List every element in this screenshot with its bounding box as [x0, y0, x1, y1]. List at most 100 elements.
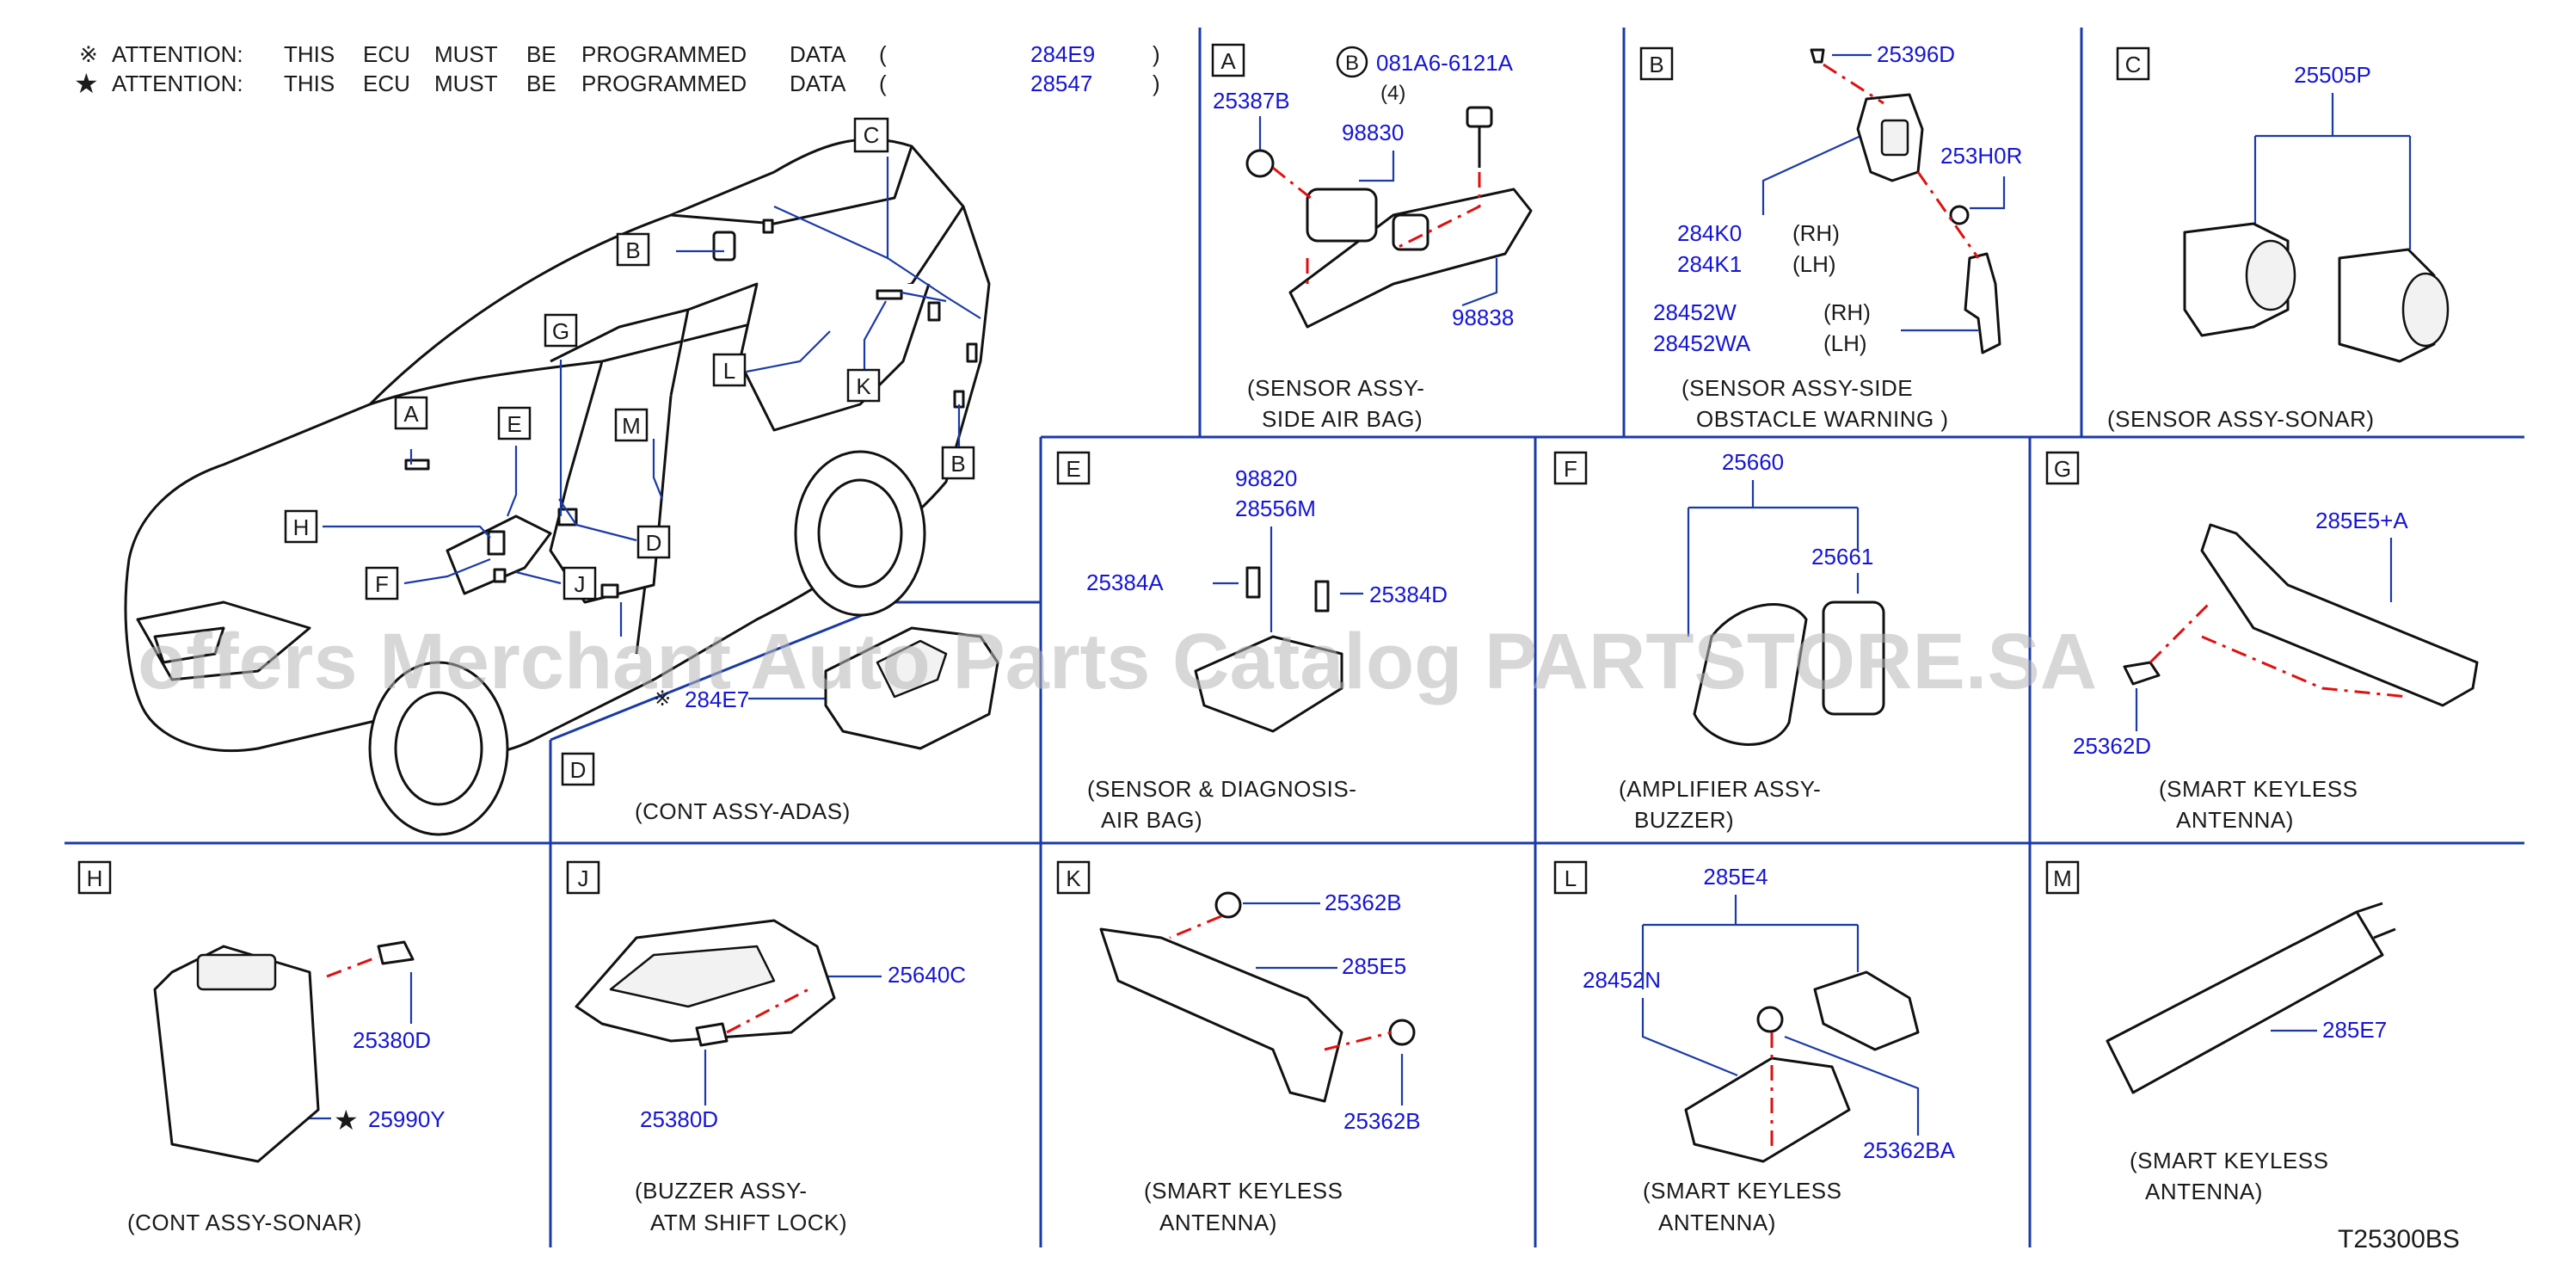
- panel-b: B 25396D 253H0R 284K0 (RH) 284K1 (LH) 28…: [1639, 41, 2022, 432]
- car-callout-h: H: [293, 514, 310, 540]
- panel-l-pn-285e4: 285E4: [1703, 864, 1768, 890]
- panel-f: F 25660 25661 (AMPLIFIER ASSY- BUZZER): [1553, 449, 1885, 833]
- car-callout-j: J: [575, 571, 586, 597]
- panel-j: J 25640C 25380D (BUZZER ASSY- ATM SHIFT …: [566, 860, 966, 1235]
- panel-b-caption-2: OBSTACLE WARNING ): [1696, 406, 1949, 432]
- attention-1-word: THIS: [284, 41, 335, 67]
- car-callout-b-right: B: [950, 451, 965, 477]
- attention-2-symbol: ★: [74, 68, 99, 99]
- panel-j-caption-2: ATM SHIFT LOCK): [650, 1210, 847, 1235]
- attention-2-word: ECU: [363, 71, 410, 96]
- panel-c-caption: (SENSOR ASSY-SONAR): [2107, 406, 2375, 432]
- panel-d-letter: D: [570, 757, 587, 783]
- panel-b-side-rh-2: (RH): [1823, 299, 1871, 325]
- panel-e-caption-2: AIR BAG): [1101, 807, 1202, 833]
- panel-l-pn-28452n: 28452N: [1583, 967, 1661, 993]
- panel-d-mark: ※: [654, 687, 671, 711]
- attention-1-code: 284E9: [1030, 41, 1095, 67]
- attention-1-word: ECU: [363, 41, 410, 67]
- panel-f-caption-2: BUZZER): [1634, 807, 1734, 833]
- attention-line-2: ★ ATTENTION: THIS ECU MUST BE PROGRAMMED…: [74, 68, 1160, 99]
- panel-b-pn-25396d: 25396D: [1877, 41, 1955, 67]
- panel-f-pn-25661: 25661: [1811, 544, 1873, 570]
- watermark-text: offers Merchant Auto Parts Catalog PARTS…: [138, 618, 2097, 705]
- attention-2-close-paren: ): [1153, 71, 1160, 96]
- attention-1-word: BE: [526, 41, 556, 67]
- vehicle-illustration: [124, 138, 991, 836]
- car-callouts: A B C D E F G H J K L M B: [284, 117, 975, 600]
- attention-1-open-paren: (: [879, 41, 887, 67]
- panel-g-letter: G: [2054, 456, 2071, 482]
- panel-e-letter: E: [1066, 456, 1080, 482]
- panel-a-pn-98830: 98830: [1342, 120, 1404, 145]
- attention-line-1: ※ ATTENTION: THIS ECU MUST BE PROGRAMMED…: [79, 41, 1160, 67]
- panel-m: M 285E7 (SMART KEYLESS ANTENNA): [2045, 860, 2396, 1204]
- panel-a-circle-letter: B: [1345, 52, 1359, 75]
- panel-k-pn-285e5: 285E5: [1342, 953, 1406, 979]
- attention-2-prefix: ATTENTION:: [112, 71, 243, 96]
- attention-2-word: THIS: [284, 71, 335, 96]
- panel-b-pn-28452w: 28452W: [1653, 299, 1737, 325]
- car-callout-d: D: [646, 530, 662, 556]
- car-callout-c: C: [864, 122, 880, 148]
- panel-g-pn-25362d: 25362D: [2073, 733, 2151, 759]
- panel-c: C 25505P (SENSOR ASSY-SONAR): [2107, 46, 2450, 432]
- panel-m-caption-2: ANTENNA): [2145, 1179, 2263, 1204]
- panel-e-pn-28556m: 28556M: [1235, 496, 1316, 521]
- panel-f-pn-25660: 25660: [1722, 449, 1784, 475]
- panel-m-pn-285e7: 285E7: [2322, 1017, 2387, 1043]
- panel-a: A B 081A6-6121A (4) 25387B 98830 98838 (…: [1211, 43, 1533, 432]
- panel-h-mark: ★: [334, 1105, 359, 1136]
- panel-g: G 285E5+A 25362D (SMART KEYLESS ANTENNA): [2045, 451, 2479, 833]
- panel-f-letter: F: [1564, 456, 1577, 482]
- attention-2-word: BE: [526, 71, 556, 96]
- panel-m-letter: M: [2053, 865, 2072, 891]
- panel-b-side-lh-1: (LH): [1792, 251, 1836, 277]
- panel-k-pn-25362b-bottom: 25362B: [1343, 1108, 1421, 1134]
- panel-b-side-lh-2: (LH): [1823, 330, 1867, 356]
- car-callout-b-left: B: [625, 237, 640, 263]
- car-callout-f: F: [375, 571, 389, 597]
- panel-b-pn-253h0r: 253H0R: [1940, 143, 2022, 169]
- panel-b-pn-284k1: 284K1: [1677, 251, 1742, 277]
- car-callout-k: K: [856, 373, 871, 399]
- panel-k-pn-25362b-top: 25362B: [1325, 890, 1402, 915]
- panel-g-pn-285e5a: 285E5+A: [2315, 508, 2408, 533]
- panel-a-letter: A: [1220, 48, 1236, 74]
- panel-h-letter: H: [87, 865, 103, 891]
- car-callout-m: M: [622, 413, 641, 439]
- panel-k-caption-1: (SMART KEYLESS: [1144, 1178, 1343, 1204]
- panel-c-pn-25505p: 25505P: [2294, 62, 2371, 88]
- panel-a-pn-98838: 98838: [1452, 305, 1514, 330]
- panel-a-pn-25387b: 25387B: [1213, 88, 1290, 114]
- panel-b-pn-284k0: 284K0: [1677, 220, 1742, 246]
- panel-h: H 25380D ★ 25990Y (CONT ASSY-SONAR): [77, 860, 446, 1235]
- car-callout-e: E: [507, 411, 521, 437]
- attention-2-word: PROGRAMMED: [581, 71, 747, 96]
- attention-notes: ※ ATTENTION: THIS ECU MUST BE PROGRAMMED…: [74, 41, 1160, 99]
- attention-2-open-paren: (: [879, 71, 887, 96]
- panel-d-caption: (CONT ASSY-ADAS): [635, 798, 851, 824]
- panel-h-pn-25990y: 25990Y: [368, 1106, 446, 1132]
- attention-2-word: MUST: [434, 71, 498, 96]
- panel-g-caption-2: ANTENNA): [2176, 807, 2294, 833]
- attention-1-word: MUST: [434, 41, 498, 67]
- panel-b-pn-28452wa: 28452WA: [1653, 330, 1751, 356]
- car-callout-g: G: [552, 318, 569, 344]
- panel-a-qty: (4): [1380, 82, 1405, 105]
- panel-m-caption-1: (SMART KEYLESS: [2130, 1148, 2328, 1173]
- attention-1-close-paren: ): [1153, 41, 1160, 67]
- figure-id: T25300BS: [2338, 1225, 2460, 1253]
- panel-a-caption-1: (SENSOR ASSY-: [1247, 375, 1424, 401]
- panel-a-caption-2: SIDE AIR BAG): [1262, 406, 1423, 432]
- panel-e-pn-25384d: 25384D: [1369, 582, 1448, 607]
- car-callout-l: L: [723, 358, 735, 384]
- panel-l-caption-1: (SMART KEYLESS: [1643, 1178, 1841, 1204]
- panel-f-caption-1: (AMPLIFIER ASSY-: [1619, 776, 1821, 802]
- panel-j-pn-25640c: 25640C: [888, 962, 966, 988]
- attention-2-code: 28547: [1030, 71, 1092, 96]
- attention-1-word: PROGRAMMED: [581, 41, 747, 67]
- panel-d-pn-284e7: 284E7: [685, 687, 749, 712]
